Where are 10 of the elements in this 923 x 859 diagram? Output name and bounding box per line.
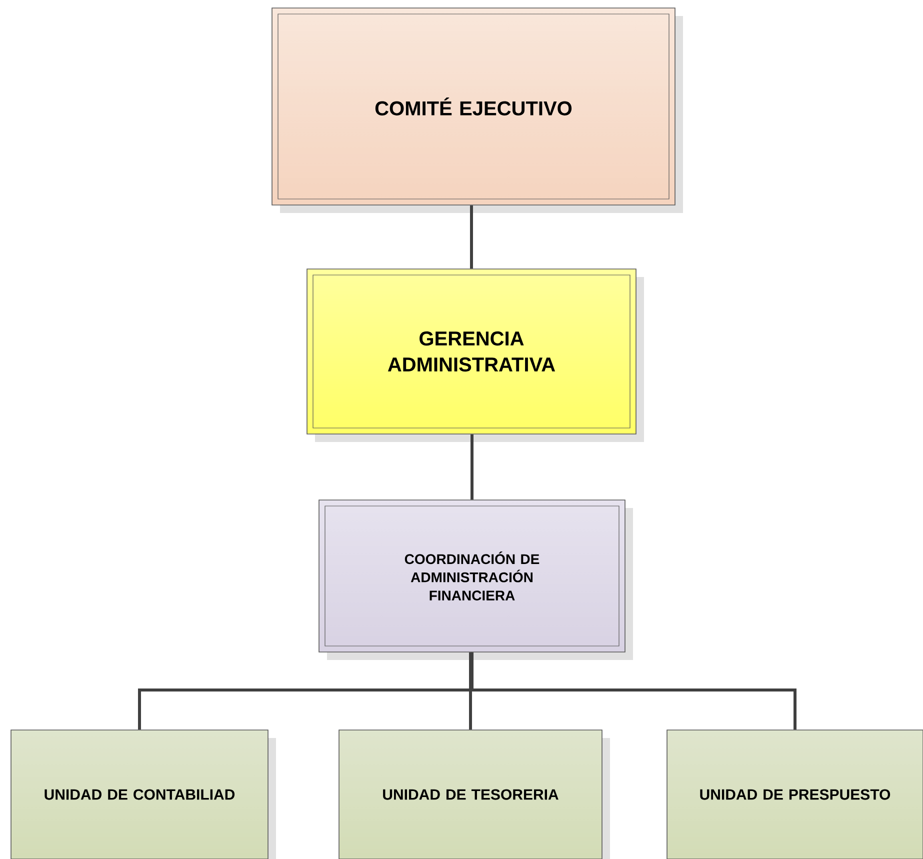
connector-line [469, 652, 472, 730]
connector-line [470, 205, 473, 269]
org-box: GERENCIA ADMINISTRATIVA [306, 268, 644, 442]
org-box: COORDINACIÓN DE ADMINISTRACIÓN FINANCIERA [318, 500, 633, 660]
org-box: UNIDAD DE PRESPUESTO [666, 730, 923, 859]
org-box: COMITÉ EJECUTIVO [272, 8, 683, 213]
org-box: UNIDAD DE CONTABILIAD [10, 730, 276, 859]
connector-line [470, 434, 474, 500]
org-box: UNIDAD DE TESORERIA [338, 730, 610, 859]
connector-line [470, 652, 796, 730]
